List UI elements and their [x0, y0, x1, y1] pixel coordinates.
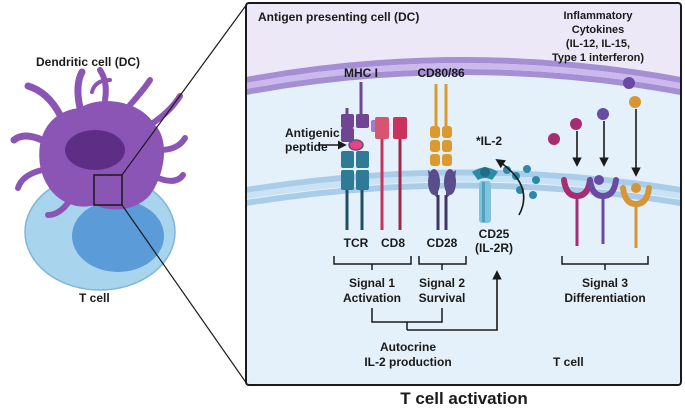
il2-curved-arrow	[495, 158, 525, 216]
cytokine-receptor-3	[620, 185, 652, 248]
cd8-label: CD8	[381, 236, 405, 250]
zoom-panel: Antigen presenting cell (DC) Inflammator…	[245, 2, 682, 386]
tcell-membrane-outer	[246, 169, 681, 193]
autocrine-arrow	[407, 270, 502, 331]
t-cell-nucleus	[72, 200, 164, 272]
cytokines-label-1: Inflammatory	[563, 10, 633, 22]
apc-membrane-outer	[246, 57, 681, 83]
signal-brackets	[333, 256, 649, 330]
dc-nucleus	[65, 130, 125, 170]
t-cell-left-label: T cell	[79, 291, 110, 305]
cytokine-receptor-2	[587, 177, 619, 244]
antigen-label-2: peptide	[285, 140, 328, 154]
signal2-line2: Survival	[419, 291, 466, 305]
dc-tcell-illustration: Dendritic cell (DC) T cell	[10, 3, 248, 385]
caption-title: T cell activation	[400, 389, 528, 408]
t-cell-panel-label: T cell	[553, 355, 584, 369]
cd28-label: CD28	[427, 236, 458, 250]
cd8-molecule	[375, 117, 407, 230]
tcr-molecule	[341, 151, 369, 230]
dendritic-cell-label: Dendritic cell (DC)	[36, 55, 140, 69]
cytokine-molecules	[548, 77, 641, 193]
cytokines-label-2: Cytokines	[572, 24, 625, 36]
signal2-line1: Signal 2	[419, 276, 465, 290]
signal3-line2: Differentiation	[564, 291, 645, 305]
zoom-line-bottom	[121, 204, 248, 385]
autocrine-line1: Autocrine	[380, 340, 436, 354]
cd25-label-2: (IL-2R)	[475, 241, 513, 255]
cytokine-receptor-1	[561, 177, 593, 246]
cd80-86-molecule	[430, 84, 452, 166]
tcr-label: TCR	[344, 236, 369, 250]
signal1-line1: Signal 1	[349, 276, 395, 290]
signal3-line1: Signal 3	[582, 276, 628, 290]
autocrine-line2: IL-2 production	[364, 355, 451, 369]
signal1-line2: Activation	[343, 291, 401, 305]
apc-membrane-inner	[246, 69, 681, 95]
cd25-label-1: CD25	[479, 227, 510, 241]
cytokines-label-4: Type 1 interferon)	[552, 52, 644, 64]
zoom-box	[93, 174, 123, 206]
il2-label: *IL-2	[476, 134, 502, 148]
antigen-label-1: Antigenic	[285, 126, 340, 140]
antigenic-peptide	[348, 139, 364, 151]
mhc-i-label: MHC I	[344, 66, 378, 80]
cytokines-label-3: (IL-12, IL-15,	[566, 38, 630, 50]
cd28-molecule	[428, 169, 456, 230]
cd25-il2r-molecule	[472, 167, 498, 223]
apc-label: Antigen presenting cell (DC)	[258, 10, 419, 24]
cd80-86-label: CD80/86	[417, 66, 465, 80]
panel-border	[245, 2, 682, 386]
zoom-line-top	[121, 3, 248, 176]
